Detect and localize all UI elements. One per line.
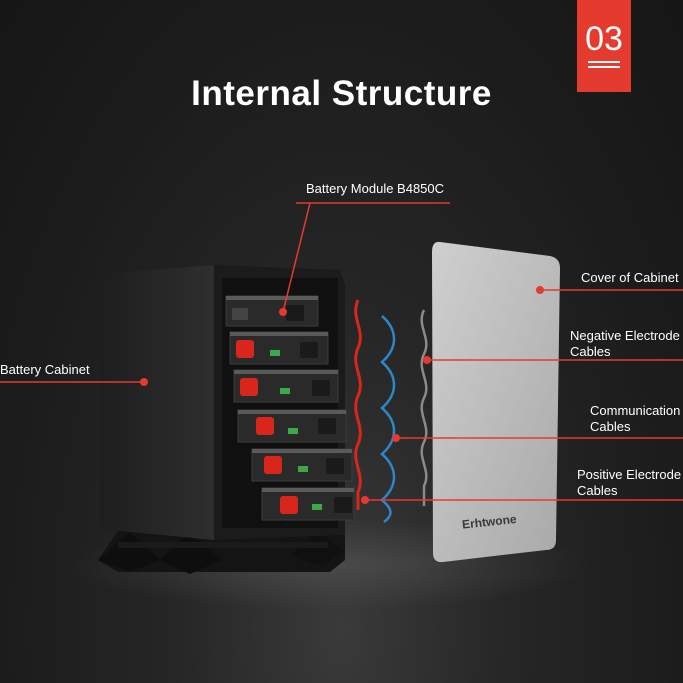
label-positive-electrode: Positive Electrode Cables <box>577 467 681 499</box>
cover-brand-logo: Erhtwone <box>461 512 517 532</box>
cabinet-cover: Erhtwone <box>432 241 560 563</box>
battery-module-6 <box>261 487 355 521</box>
battery-module-1 <box>225 295 319 327</box>
battery-module-4 <box>237 409 347 443</box>
label-positive-line2: Cables <box>577 483 618 498</box>
section-number-badge: 03 <box>577 0 631 92</box>
badge-underline-bottom <box>588 66 620 68</box>
label-communication-line1: Communication <box>590 403 681 418</box>
callout-dot-battery-module <box>279 308 287 316</box>
battery-modules <box>225 295 355 521</box>
callout-dot-battery-cabinet <box>140 378 148 386</box>
label-positive-line1: Positive Electrode <box>577 467 682 482</box>
badge-underline-top <box>588 61 620 63</box>
label-cover: Cover of Cabinet <box>581 270 679 285</box>
label-negative-electrode: Negative Electrode Cables <box>570 328 680 360</box>
label-negative-line2: Cables <box>570 344 611 359</box>
cabinet-base <box>98 528 345 574</box>
callout-dot-communication <box>392 434 400 442</box>
negative-electrode-cable <box>420 309 428 506</box>
callout-dot-negative-electrode <box>423 356 431 364</box>
callout-dot-positive-electrode <box>361 496 369 504</box>
communication-cables <box>380 315 396 523</box>
label-battery-cabinet: Battery Cabinet <box>0 362 90 377</box>
battery-module-3 <box>233 369 339 403</box>
label-communication-line2: Cables <box>590 419 631 434</box>
callout-dot-cover <box>536 286 544 294</box>
battery-module-2 <box>229 331 329 365</box>
label-communication: Communication Cables <box>590 403 680 435</box>
positive-electrode-cable <box>354 299 362 510</box>
label-negative-line1: Negative Electrode <box>570 328 680 343</box>
label-battery-module: Battery Module B4850C <box>306 181 445 196</box>
battery-module-5 <box>251 448 353 482</box>
page-title: Internal Structure <box>191 74 492 113</box>
section-number: 03 <box>585 20 623 58</box>
